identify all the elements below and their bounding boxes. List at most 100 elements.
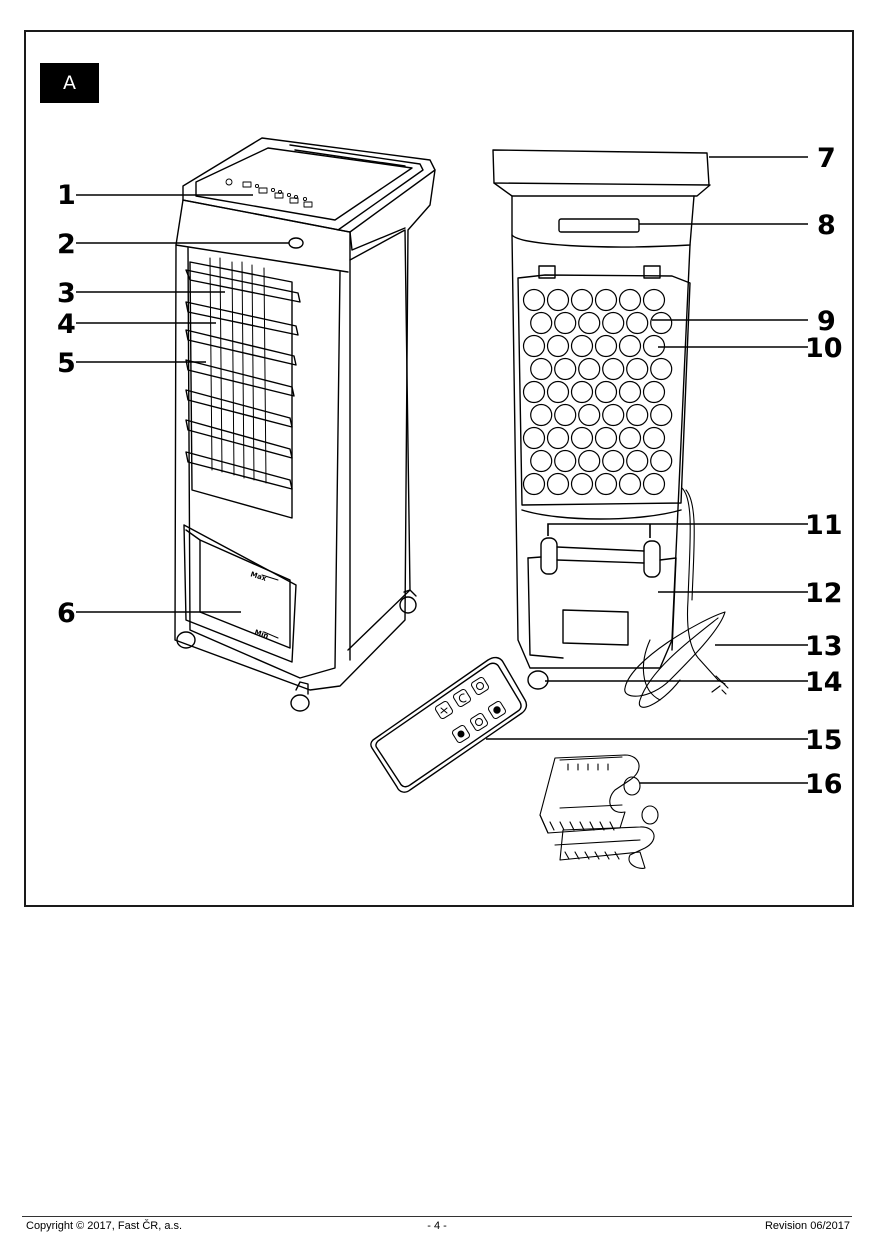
footer-revision: Revision 06/2017 [764,1220,850,1232]
front-control-panel-plate [195,147,413,221]
filter-hole [578,311,601,335]
filter-hole [602,449,625,473]
front-body-outline [174,169,436,691]
filter-hole [570,426,594,450]
rear-handle-slot [558,218,640,233]
filter-hole [530,449,553,473]
filter-hole [650,403,673,427]
filter-hole [546,426,570,450]
horizontal-louvres [185,269,301,490]
louvre-window [189,261,293,519]
filter-hole [642,334,666,358]
footer-divider [22,1216,852,1217]
filter-hole [578,357,601,381]
filter-hole [522,288,546,312]
filter-hole [522,334,546,358]
callout-11: 11 [805,510,843,541]
front-castor-wheels [176,589,417,712]
callout-leaders [76,156,808,784]
filter-hole [522,472,546,496]
remote-timer-button [469,712,489,732]
callout-15: 15 [805,725,843,756]
rear-view-cooler [492,149,711,669]
filter-hole [570,380,594,404]
remote-power-button [470,676,490,696]
power-cord-drawing [624,487,729,708]
filter-hole [522,380,546,404]
tank-latch-right [643,540,661,578]
filter-hole [618,472,642,496]
filter-hole [602,357,625,381]
filter-hole [554,311,577,335]
filter-hole [554,357,577,381]
water-level-marks: Max Min [249,570,269,640]
section-label-badge: A [40,63,99,103]
filter-hole [602,403,625,427]
filter-hole [626,357,649,381]
filter-hole [602,311,625,335]
remote-control-drawing [370,656,528,793]
filter-hole [578,403,601,427]
callout-7: 7 [817,143,836,174]
rear-top-lid [492,149,710,186]
callout-6: 6 [57,598,76,629]
filter-hole [594,334,618,358]
rear-body-outline [511,234,691,669]
filter-hole [642,426,666,450]
filter-hole [618,380,642,404]
rear-water-tank [521,509,682,690]
filter-hole [546,380,570,404]
callout-numbers: 1 2 3 4 5 6 7 8 9 10 11 12 13 14 15 16 [57,143,843,800]
callout-5: 5 [57,348,76,379]
callout-13: 13 [805,631,843,662]
filter-hole [594,426,618,450]
callout-10: 10 [805,333,843,364]
remote-sensor-window [288,237,304,249]
remote-fan-speed-button [451,724,471,744]
callout-16: 16 [805,769,843,800]
callout-3: 3 [57,278,76,309]
filter-hole [618,334,642,358]
filter-hole [530,311,553,335]
callout-1: 1 [57,180,76,211]
filter-hole [554,449,577,473]
water-tank-window-outline [185,529,291,649]
control-panel-buttons [225,178,313,208]
filter-hole [618,426,642,450]
max-level-label: Max [249,570,267,583]
remote-swing-button [434,700,454,720]
callout-12: 12 [805,578,843,609]
callout-8: 8 [817,210,836,241]
filter-hole [650,449,673,473]
filter-hole [626,311,649,335]
filter-hole [618,288,642,312]
filter-hole [570,472,594,496]
filter-hole [554,403,577,427]
air-filter-pattern [522,288,673,496]
remote-sleep-button [452,688,472,708]
filter-hole [642,288,666,312]
ice-packs-drawing [539,754,659,869]
callout-2: 2 [57,229,76,260]
callout-4: 4 [57,309,76,340]
filter-hole [546,472,570,496]
filter-hole [530,357,553,381]
filter-hole [594,380,618,404]
filter-hole [530,403,553,427]
filter-hole [626,449,649,473]
filter-hole [642,472,666,496]
filter-hole [642,380,666,404]
filter-hole [578,449,601,473]
filter-hole [594,288,618,312]
figure-frame [24,30,854,907]
filter-hole [522,426,546,450]
rear-castor-wheel [527,670,549,690]
front-view-cooler [174,137,436,712]
filter-hole [570,334,594,358]
remote-cooling-button [487,700,507,720]
filter-hole [650,311,673,335]
footer-copyright: Copyright © 2017, Fast ČR, a.s. [26,1220,183,1232]
tank-latch-left [540,537,558,575]
callout-14: 14 [805,667,843,698]
